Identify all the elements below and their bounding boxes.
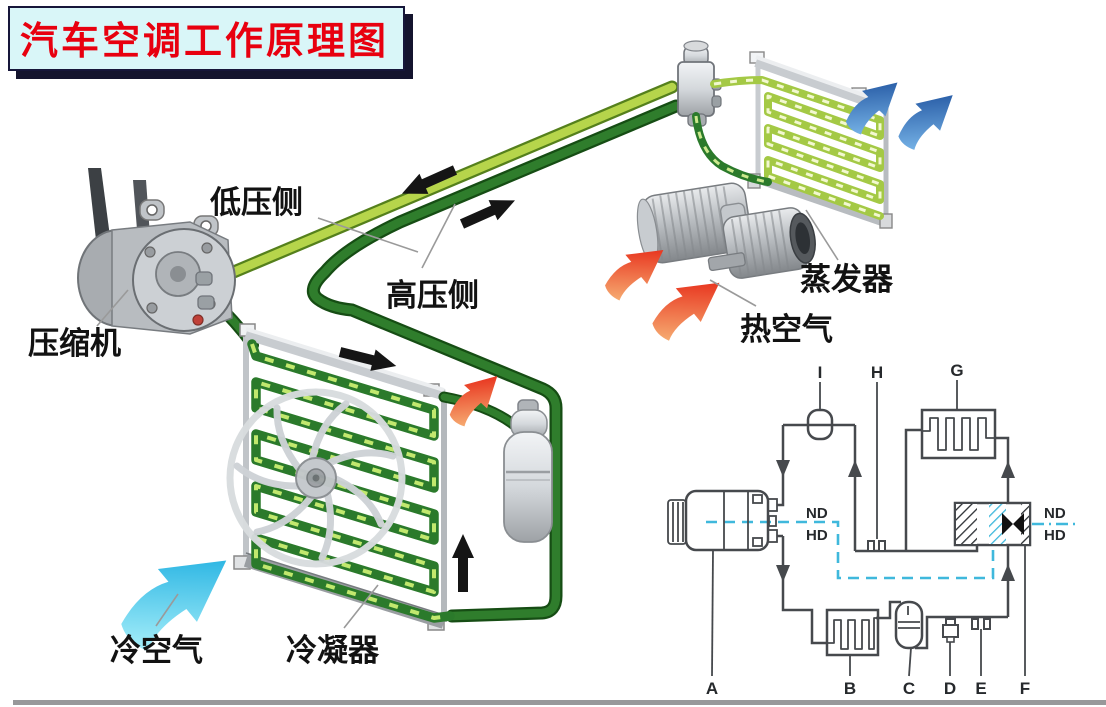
condenser-fan (226, 388, 406, 568)
bottom-divider (13, 700, 1106, 705)
schematic: I H G A B C D E F ND HD ND HD (667, 361, 1080, 698)
page-title: 汽车空调工作原理图 (8, 6, 406, 71)
schematic-lines (777, 423, 1010, 650)
letter-g: G (950, 361, 963, 380)
letter-e: E (975, 679, 986, 698)
low-pressure-pipe (203, 80, 679, 289)
condenser-symbol (825, 608, 880, 657)
cold-air-label: 冷空气 (110, 633, 203, 669)
receiver-symbol (894, 600, 924, 650)
condenser-label: 冷凝器 (286, 633, 380, 669)
blower-motor (636, 182, 816, 279)
high-pressure-label: 高压侧 (386, 278, 479, 314)
evaporator-label: 蒸发器 (800, 262, 894, 298)
pressure-boundary-line (706, 520, 1080, 580)
letter-i: I (818, 363, 823, 382)
letter-h: H (871, 363, 883, 382)
condenser-illustration (226, 323, 455, 631)
letter-d: D (944, 679, 956, 698)
hd-label-right: HD (1044, 527, 1066, 544)
evaporator-coil (710, 76, 884, 220)
hd-label-left: HD (806, 527, 828, 544)
hot-air-label: 热空气 (740, 312, 833, 348)
letter-b: B (844, 679, 856, 698)
nd-label-right: ND (1044, 505, 1066, 522)
letter-f: F (1020, 679, 1030, 698)
high-pressure-pipe (306, 99, 683, 623)
compressor-illustration (77, 168, 236, 335)
evaporator-symbol (920, 408, 997, 460)
service-valve-d (942, 618, 959, 643)
leader-lines (96, 203, 839, 629)
schematic-flow-arrows (776, 460, 1015, 582)
nd-label-left: ND (806, 505, 828, 522)
pressure-switch-symbol (867, 540, 886, 552)
service-valve-e (971, 618, 991, 630)
letter-a: A (706, 679, 718, 698)
compressor-label: 压缩机 (28, 326, 121, 362)
receiver-drier (503, 399, 553, 543)
letter-c: C (903, 679, 915, 698)
expansion-valve-symbol (953, 501, 1032, 547)
schematic-leaders (711, 380, 1026, 677)
evaporator-inlet-pipe (692, 112, 772, 186)
low-pressure-label: 低压侧 (209, 185, 303, 221)
compressor-symbol (667, 489, 778, 552)
